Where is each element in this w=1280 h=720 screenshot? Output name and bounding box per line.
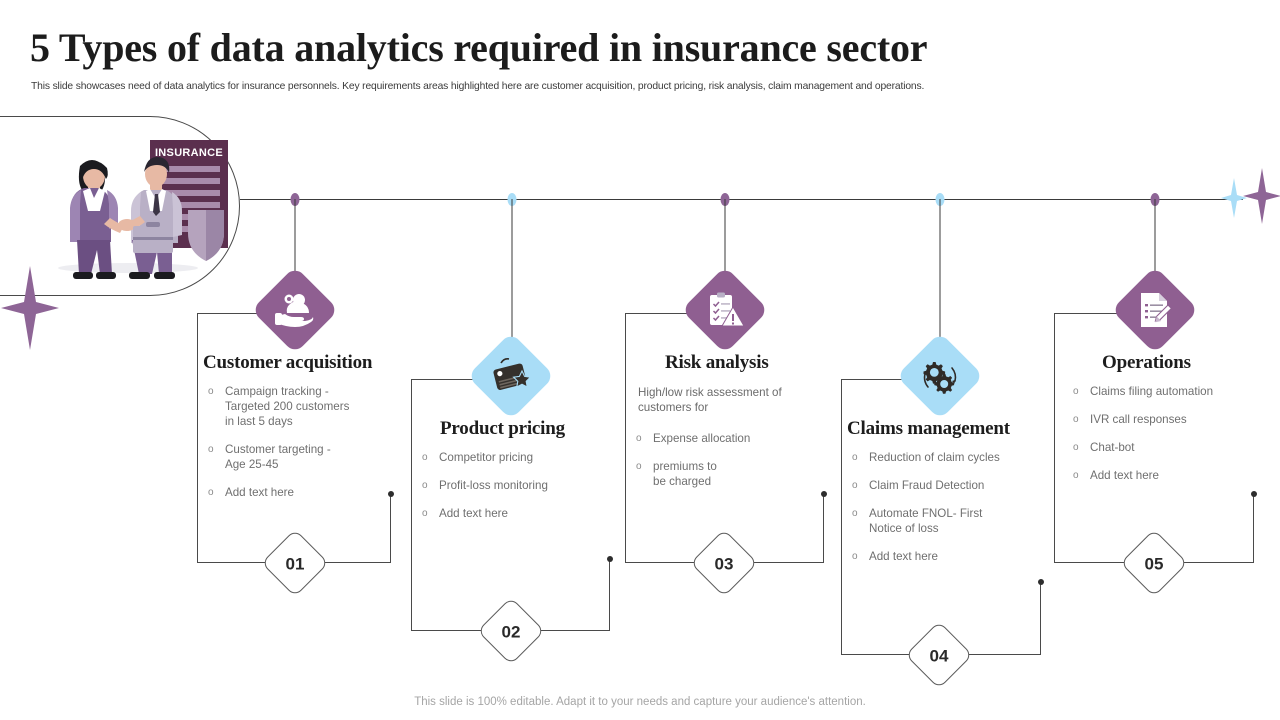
section-card-01[interactable]: Customer acquisition Campaign tracking -… [197, 313, 394, 563]
card-edge-left-02 [411, 379, 412, 631]
section-number-02: 02 [501, 622, 521, 642]
list-item: Add text here [847, 549, 1047, 564]
list-item: Automate FNOL- First Notice of loss [847, 506, 1047, 536]
card-connector-dot-04 [1037, 579, 1044, 585]
card-edge-right-03 [823, 494, 824, 563]
card-edge-top-01 [197, 313, 295, 314]
list-item: Reduction of claim cycles [847, 450, 1047, 465]
price-tag-star-icon [480, 345, 542, 407]
page-subtitle: This slide showcases need of data analyt… [31, 81, 925, 92]
timeline-stem-03 [724, 199, 726, 275]
section-icon-tile-03[interactable] [681, 266, 769, 354]
footer-note: This slide is 100% editable. Adapt it to… [414, 696, 866, 708]
card-bullets-02: Competitor pricing Profit-loss monitorin… [417, 450, 617, 534]
card-edge-left-03 [625, 313, 626, 563]
list-item: Customer targeting - Age 25-45 [203, 442, 403, 472]
svg-text:INSURANCE: INSURANCE [155, 147, 223, 159]
card-bullets-01: Campaign tracking - Targeted 200 custome… [203, 384, 403, 513]
section-card-05[interactable]: Operations Claims filing automation IVR … [1054, 313, 1257, 563]
list-item: Competitor pricing [417, 450, 617, 465]
section-icon-tile-04[interactable] [896, 332, 984, 420]
card-edge-left-05 [1054, 313, 1055, 563]
card-lead-03: High/low risk assessment of customers fo… [638, 386, 782, 414]
card-edge-top-03 [625, 313, 723, 314]
card-edge-top-04 [841, 379, 939, 380]
section-icon-tile-01[interactable] [251, 266, 339, 354]
card-edge-right-02 [609, 559, 610, 631]
timeline-stem-02 [511, 199, 513, 341]
list-item: Claims filing automation [1068, 384, 1268, 399]
card-edge-right-05 [1253, 494, 1254, 563]
insurance-handshake-illustration: INSURANCE [58, 140, 228, 279]
card-title-05: Operations [1102, 352, 1191, 373]
section-number-01: 01 [285, 554, 305, 574]
card-title-04: Claims management [847, 418, 1010, 439]
document-pen-icon [1124, 279, 1186, 341]
list-item: Add text here [417, 506, 617, 521]
section-card-04[interactable]: Claims management Reduction of claim cyc… [841, 379, 1044, 655]
card-edge-right-01 [390, 494, 391, 563]
sparkle-star-purple-icon [1243, 168, 1280, 224]
list-item: IVR call responses [1068, 412, 1268, 427]
card-title-01: Customer acquisition [203, 352, 373, 373]
card-edge-left-04 [841, 379, 842, 655]
sparkle-star-blue-icon [1221, 178, 1247, 218]
timeline-stem-01 [294, 199, 296, 275]
card-title-03: Risk analysis [665, 352, 769, 373]
section-number-05: 05 [1144, 554, 1164, 574]
card-edge-top-05 [1054, 313, 1152, 314]
hand-holding-customer-icon [264, 279, 326, 341]
list-item: Chat-bot [1068, 440, 1268, 455]
list-item: Profit-loss monitoring [417, 478, 617, 493]
list-item: Expense allocation [631, 431, 831, 446]
timeline-stem-05 [1154, 199, 1156, 275]
card-bullets-04: Reduction of claim cycles Claim Fraud De… [847, 450, 1047, 577]
card-edge-left-01 [197, 313, 198, 563]
gears-refresh-icon [909, 345, 971, 407]
card-bullets-03: Expense allocation premiums to be charge… [631, 431, 831, 502]
list-item: Add text here [1068, 468, 1268, 483]
section-number-04: 04 [929, 646, 949, 666]
card-edge-top-02 [411, 379, 509, 380]
section-icon-tile-02[interactable] [467, 332, 555, 420]
section-number-03: 03 [714, 554, 734, 574]
card-bullets-05: Claims filing automation IVR call respon… [1068, 384, 1268, 496]
clipboard-warning-icon [694, 279, 756, 341]
card-connector-dot-03 [820, 491, 827, 497]
section-icon-tile-05[interactable] [1111, 266, 1199, 354]
list-item: Add text here [203, 485, 403, 500]
card-title-02: Product pricing [440, 418, 565, 439]
list-item: Campaign tracking - Targeted 200 custome… [203, 384, 403, 429]
list-item: premiums to be charged [631, 459, 831, 489]
card-connector-dot-05 [1250, 491, 1257, 497]
page-title: 5 Types of data analytics required in in… [30, 25, 928, 70]
timeline-stem-04 [939, 199, 941, 341]
card-edge-right-04 [1040, 582, 1041, 655]
sparkle-star-purple-corner-icon [1, 266, 59, 350]
list-item: Claim Fraud Detection [847, 478, 1047, 493]
section-card-03[interactable]: Risk analysis High/low risk assessment o… [625, 313, 827, 563]
section-card-02[interactable]: Product pricing Competitor pricing Profi… [411, 379, 613, 631]
timeline-axis [240, 199, 1243, 200]
card-connector-dot-02 [606, 556, 613, 562]
